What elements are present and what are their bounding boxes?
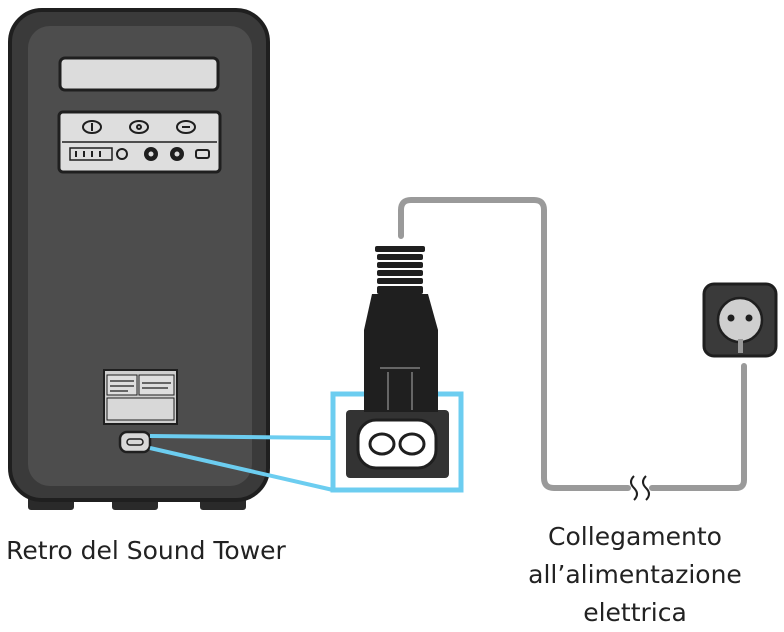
callout-lines	[149, 434, 334, 492]
power-caption-line-2: all’alimentazione	[528, 560, 742, 589]
speaker-handle-slot	[58, 56, 220, 92]
connector-icons-top-row	[82, 120, 196, 134]
cable-break-icon	[630, 475, 650, 501]
wall-outlet-icon	[702, 282, 778, 358]
power-cable	[398, 197, 747, 491]
inlet-socket-left-icon	[368, 432, 396, 456]
power-plug-icon	[364, 246, 438, 412]
power-caption-line-1: Collegamento	[548, 522, 722, 551]
speaker-label-plate	[103, 369, 178, 425]
speaker-caption-text: Retro del Sound Tower	[6, 536, 286, 565]
speaker-power-inlet	[118, 430, 152, 454]
inlet-socket-right-icon	[398, 432, 426, 456]
usb-port-icon	[116, 148, 128, 160]
power-caption: Collegamento all’alimentazione elettrica	[500, 518, 770, 632]
connector-ports-bottom-row	[69, 147, 210, 161]
sound-tower-rear	[8, 8, 270, 510]
power-caption-line-3: elettrica	[583, 598, 687, 627]
speaker-caption: Retro del Sound Tower	[0, 532, 292, 570]
zoomed-power-inlet	[330, 391, 464, 493]
usb-c-port-icon	[195, 149, 210, 159]
